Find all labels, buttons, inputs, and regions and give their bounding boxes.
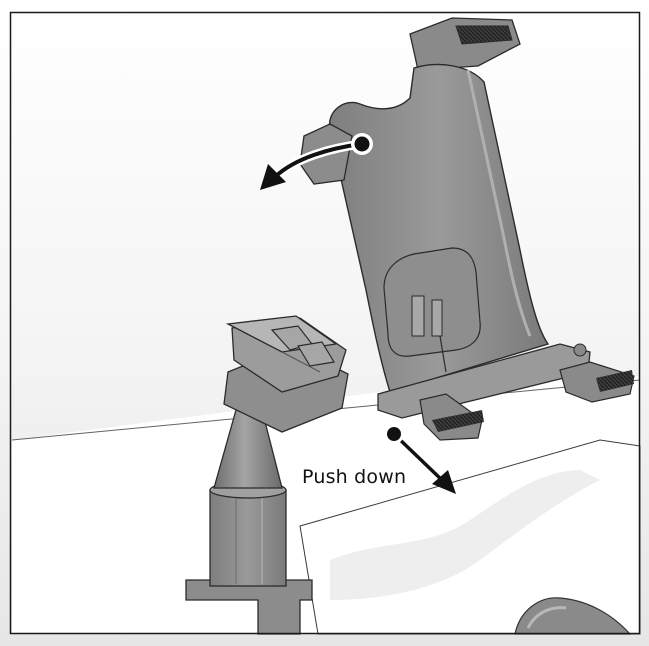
push-down-label: Push down [302, 466, 406, 488]
